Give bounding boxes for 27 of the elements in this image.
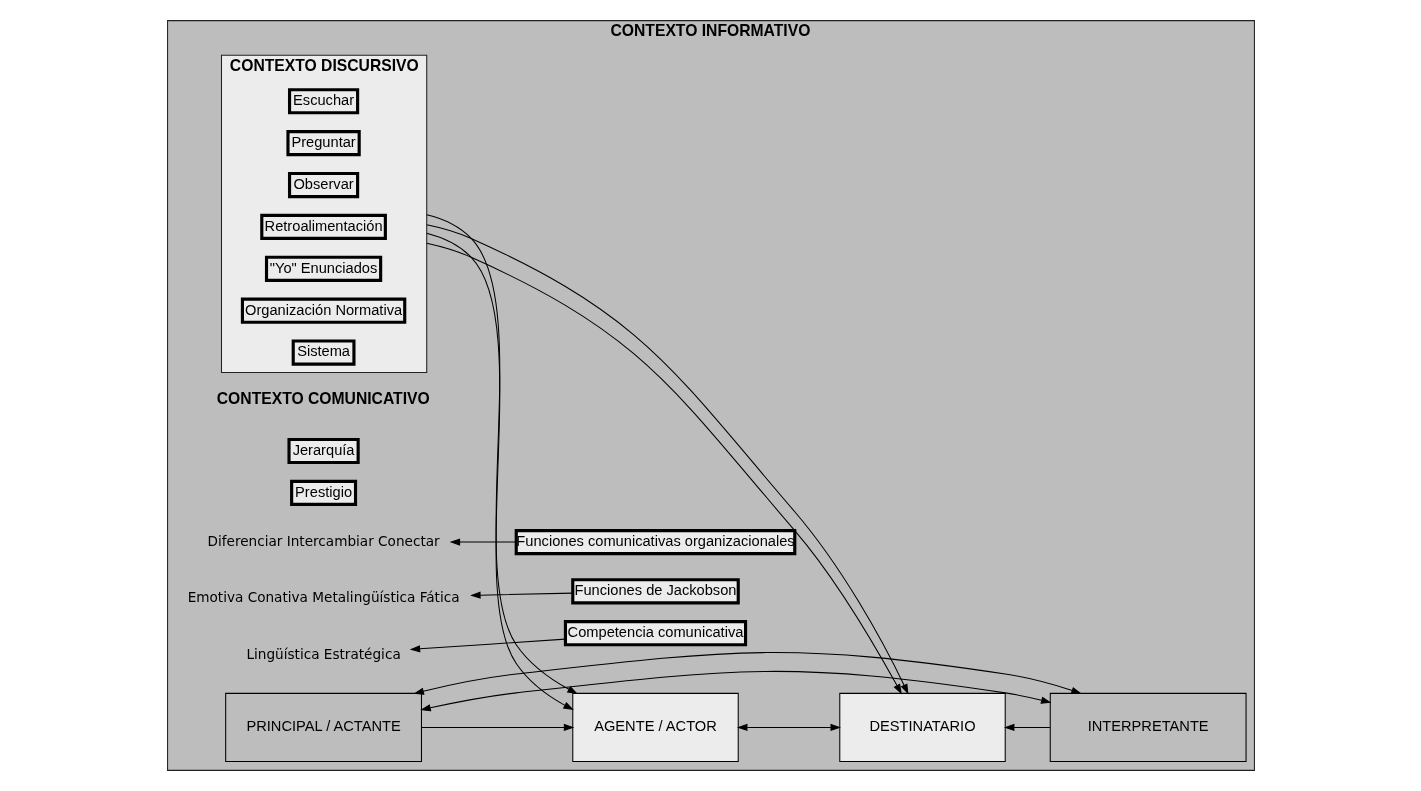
node-box: Observar (287, 171, 359, 199)
arrow (409, 638, 566, 653)
label: CONTEXTO COMUNICATIVO (216, 390, 430, 408)
node-box: Preguntar (285, 130, 361, 157)
node-box: PRINCIPAL / ACTANTE (224, 692, 422, 762)
arrow (736, 723, 841, 732)
node-box: Jerarquía (286, 437, 360, 465)
node-box: AGENTE / ACTOR (571, 692, 739, 762)
node-box: Funciones de Jackobson (570, 578, 740, 605)
node-box: INTERPRETANTE (1049, 692, 1247, 762)
node-box: Organización Normativa (240, 297, 406, 324)
node-text: Diferenciar Intercambiar Conectar (206, 532, 440, 549)
node-box: Competencia comunicativa (563, 620, 747, 647)
node-box: Escuchar (287, 88, 359, 115)
node-box: Retroalimentación (259, 213, 387, 240)
arrow (420, 723, 574, 732)
arrow (449, 538, 517, 546)
node-box: DESTINATARIO (838, 692, 1006, 762)
node-box: Prestigio (289, 479, 357, 506)
node-box: Sistema (291, 339, 355, 366)
arrow (1003, 723, 1050, 732)
node-text: Lingüística Estratégica (245, 645, 401, 662)
arrow (469, 591, 573, 599)
node-text: Emotiva Conativa Metalingüística Fática (187, 589, 460, 606)
arrow (413, 652, 1082, 695)
arrow (419, 670, 1051, 712)
node-box: "Yo" Enunciados (264, 255, 382, 282)
